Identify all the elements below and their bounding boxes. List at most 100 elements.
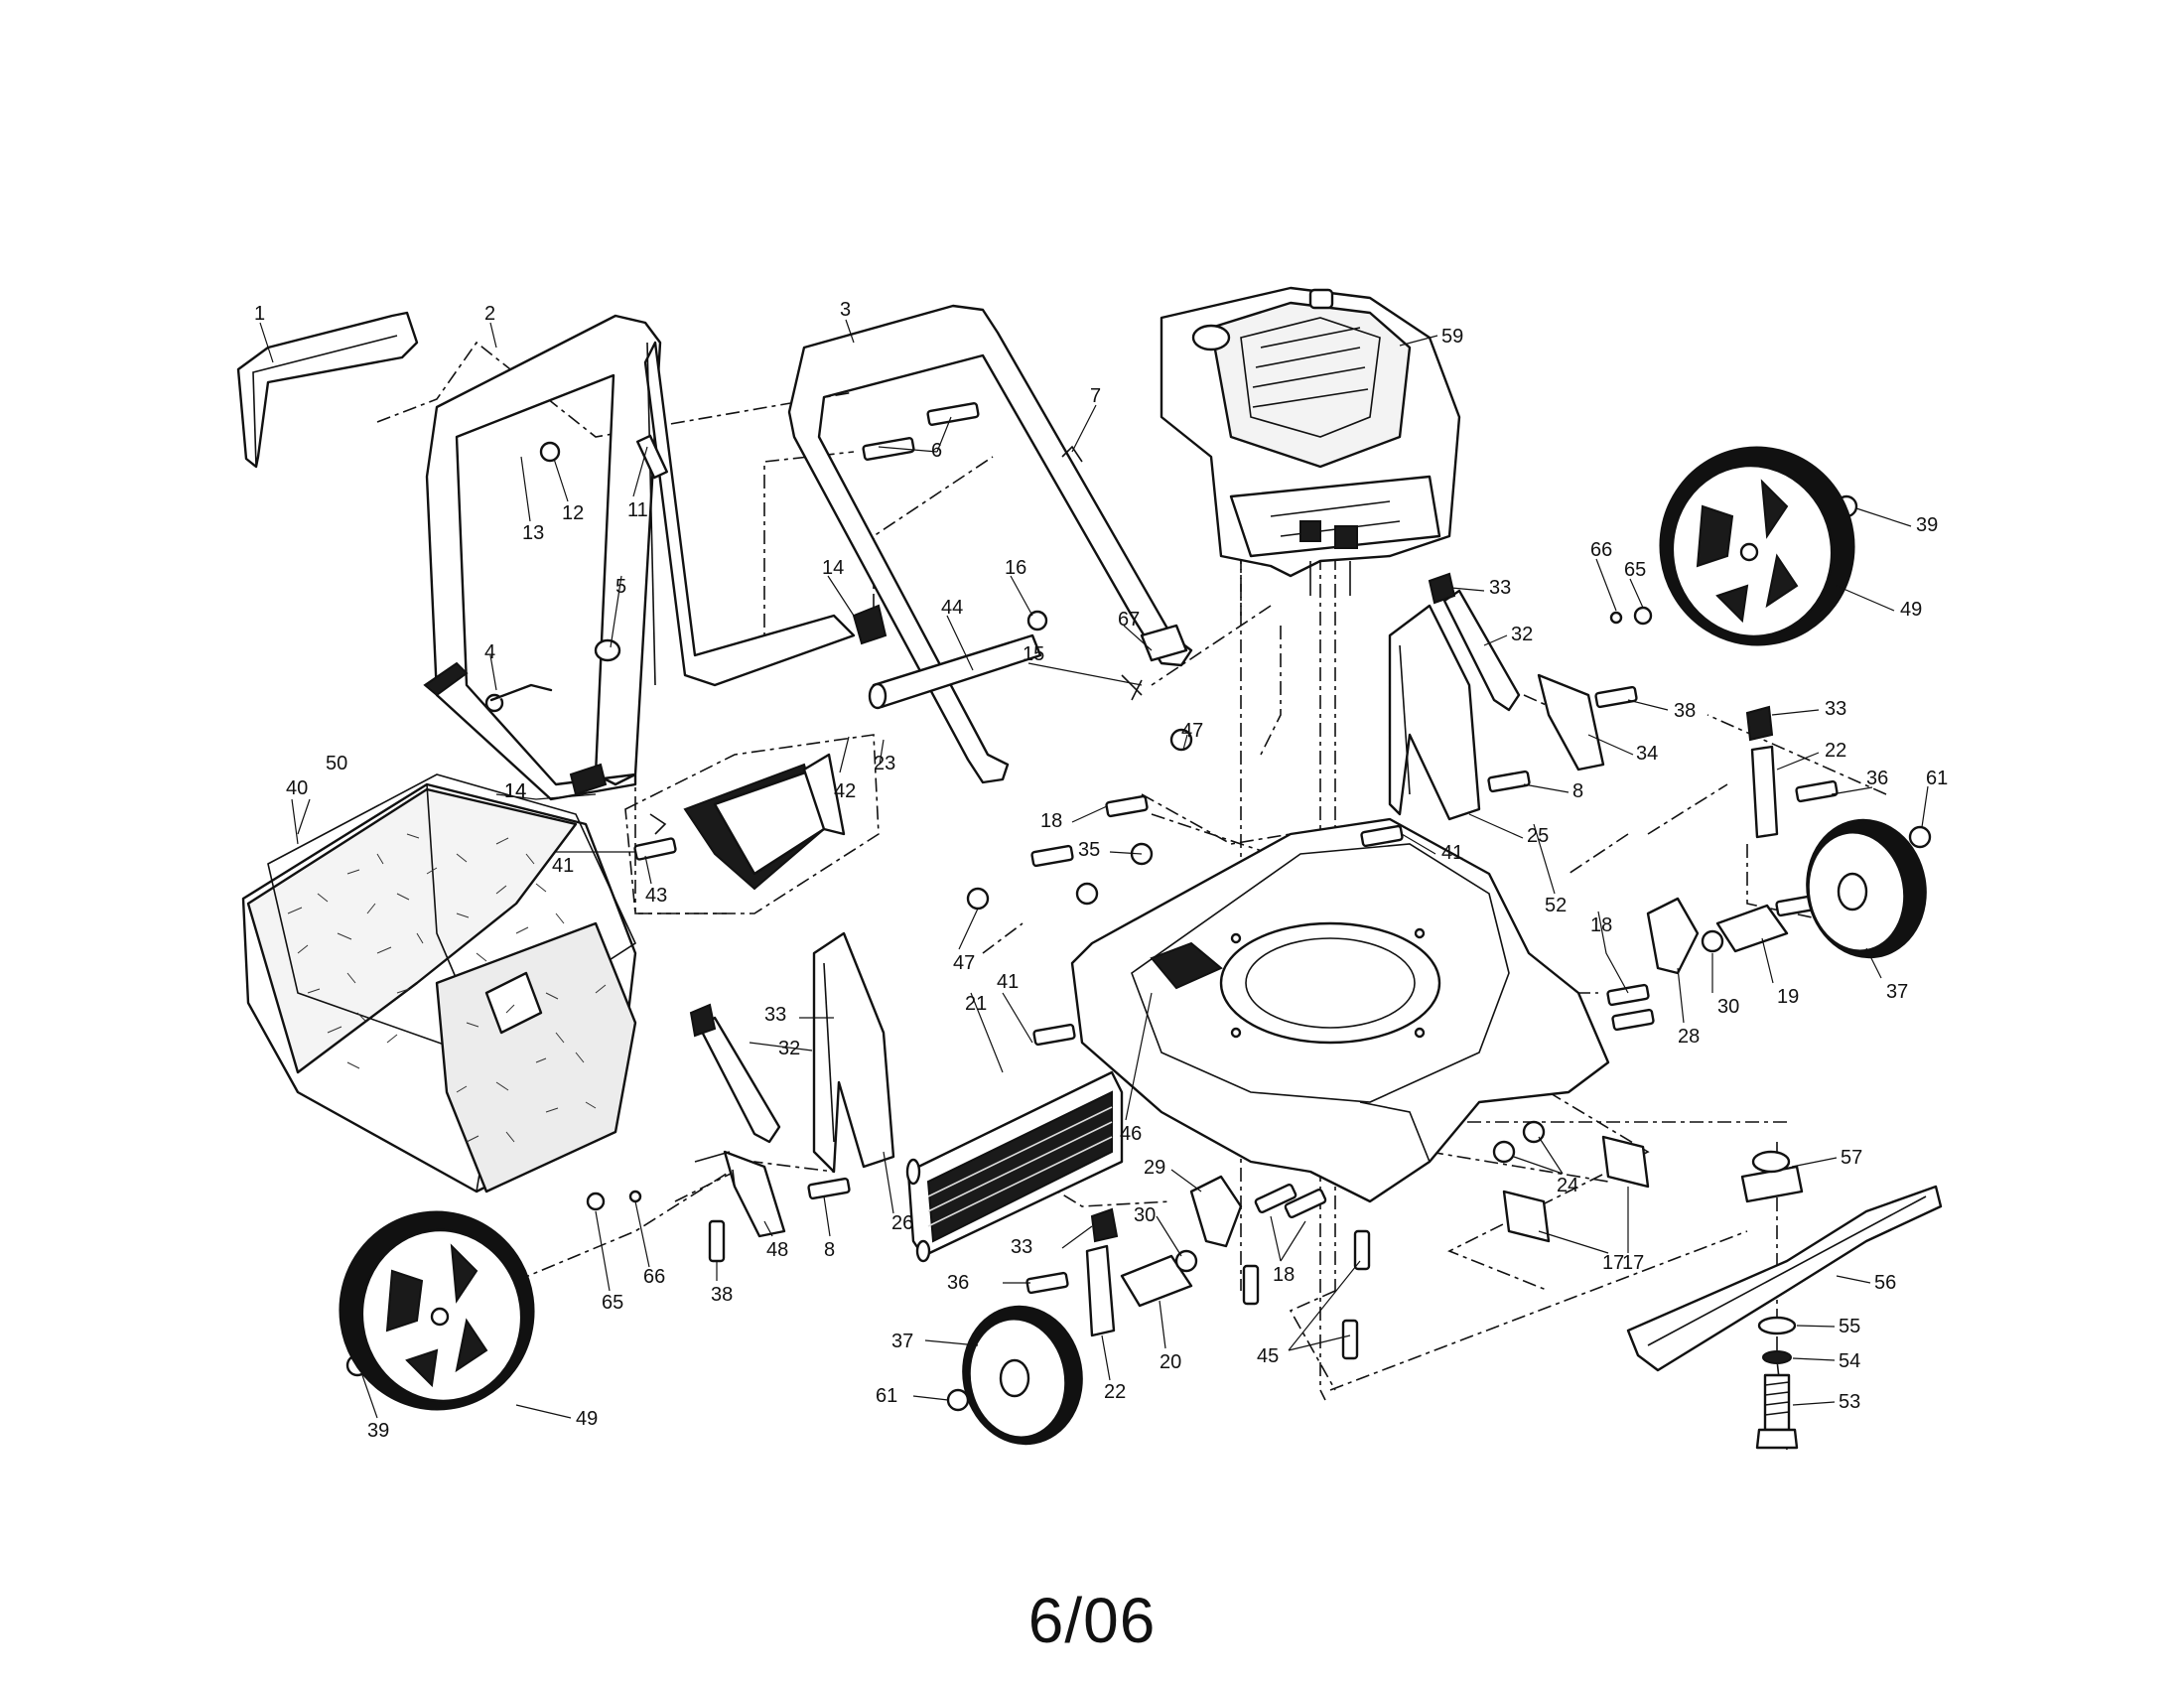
callout: 36	[947, 1272, 969, 1294]
height-adjuster-bracket-25	[1388, 604, 1481, 821]
discharge-chute-part-21	[905, 1070, 1124, 1263]
callout: 47	[953, 952, 975, 974]
callout: 55	[1839, 1316, 1860, 1337]
callout: 41	[1441, 842, 1463, 864]
callout: 28	[1678, 1026, 1700, 1048]
height-adjuster-bracket-26	[812, 931, 895, 1174]
callout: 52	[1545, 895, 1567, 916]
callout: 35	[1078, 839, 1100, 861]
callout: 26	[891, 1212, 913, 1234]
callout: 54	[1839, 1350, 1860, 1372]
callout: 40	[286, 777, 308, 799]
callout: 49	[576, 1408, 598, 1430]
callout: 32	[778, 1038, 800, 1059]
callout: 47	[1181, 720, 1203, 742]
callout: 17	[1622, 1252, 1644, 1274]
callout: 1	[254, 303, 265, 325]
callout: 53	[1839, 1391, 1860, 1413]
callout: 30	[1134, 1204, 1156, 1226]
callout: 15	[1023, 643, 1044, 665]
callout: 30	[1717, 996, 1739, 1018]
adjuster-lever-32-left	[689, 1003, 781, 1144]
callout: 4	[484, 641, 495, 663]
callout: 11	[627, 499, 648, 521]
lower-handle-part-3	[787, 304, 1193, 784]
rear-wheel-49-right	[1659, 446, 1855, 646]
callout: 66	[643, 1266, 665, 1288]
callout: 3	[840, 299, 851, 321]
callout: 65	[1624, 559, 1646, 581]
callout: 65	[602, 1292, 623, 1314]
callout: 67	[1118, 609, 1140, 631]
axle-tube-part-44	[868, 633, 1042, 710]
callout: 33	[1489, 577, 1511, 599]
height-plate-29	[1189, 1175, 1243, 1248]
callout: 48	[766, 1239, 788, 1261]
callout: 12	[562, 502, 584, 524]
callout: 22	[1825, 740, 1846, 762]
wheel-bracket-19	[1715, 904, 1789, 953]
callout: 14	[822, 557, 844, 579]
callout: 46	[1120, 1123, 1142, 1145]
wheel-pivot-22-right	[1745, 705, 1779, 839]
callout: 8	[824, 1239, 835, 1261]
upper-handle-part-2	[425, 314, 856, 801]
callout: 2	[484, 303, 495, 325]
rear-flap-assembly	[624, 734, 880, 914]
callout: 5	[615, 576, 626, 598]
callout: 34	[1636, 743, 1658, 765]
adjuster-lever-32-right	[1428, 572, 1521, 712]
callout: 24	[1557, 1175, 1578, 1196]
front-wheel-37-left	[962, 1305, 1083, 1446]
blade-assembly	[1626, 1150, 1943, 1450]
callout: 59	[1441, 326, 1463, 348]
callout: 13	[522, 522, 544, 544]
rear-wheel-49-left	[339, 1210, 535, 1411]
callout: 33	[764, 1004, 786, 1026]
leader-lines	[259, 319, 1929, 1419]
callout: 18	[1273, 1264, 1295, 1286]
handle-hardware	[423, 402, 1188, 796]
callout: 41	[997, 971, 1019, 993]
deck-plates-17	[1502, 1135, 1650, 1243]
wheel-bracket-20	[1120, 1254, 1193, 1308]
bag-mesh-texture	[287, 833, 607, 1143]
wheel-pivot-22-left	[1085, 1207, 1119, 1337]
callout: 17	[1602, 1252, 1624, 1274]
callout: 23	[874, 753, 895, 774]
axle-bracket-34	[1537, 673, 1605, 772]
callout: 50	[326, 753, 347, 774]
callout: 21	[965, 993, 987, 1015]
grass-catcher-bag	[241, 773, 637, 1193]
control-bar-part-1	[236, 311, 419, 469]
callout: 33	[1011, 1236, 1032, 1258]
callout: 61	[876, 1385, 897, 1407]
callout: 19	[1777, 986, 1799, 1008]
callout: 37	[1886, 981, 1908, 1003]
callout: 36	[1866, 768, 1888, 789]
front-wheel-37-right	[1806, 818, 1927, 959]
callout: 49	[1900, 599, 1922, 621]
callout: 16	[1005, 557, 1026, 579]
mower-deck-part-52	[1070, 817, 1610, 1203]
callout: 7	[1090, 385, 1101, 407]
height-plate-28	[1646, 897, 1700, 975]
callout: 33	[1825, 698, 1846, 720]
axle-bracket-48	[694, 1150, 786, 1238]
callout: 37	[891, 1331, 913, 1352]
callout: 20	[1160, 1351, 1181, 1373]
engine-part-59	[1160, 286, 1461, 596]
callout: 39	[367, 1420, 389, 1442]
callout: 45	[1257, 1345, 1279, 1367]
callout: 61	[1926, 768, 1948, 789]
callout: 22	[1104, 1381, 1126, 1403]
callout: 29	[1144, 1157, 1165, 1179]
callout: 44	[941, 597, 963, 619]
callout: 39	[1916, 514, 1938, 536]
callout: 18	[1040, 810, 1062, 832]
callout: 66	[1590, 539, 1612, 561]
callout: 43	[645, 885, 667, 907]
callout: 57	[1841, 1147, 1862, 1169]
page-footer-date: 6/06	[1027, 1585, 1157, 1656]
callout: 38	[1674, 700, 1696, 722]
